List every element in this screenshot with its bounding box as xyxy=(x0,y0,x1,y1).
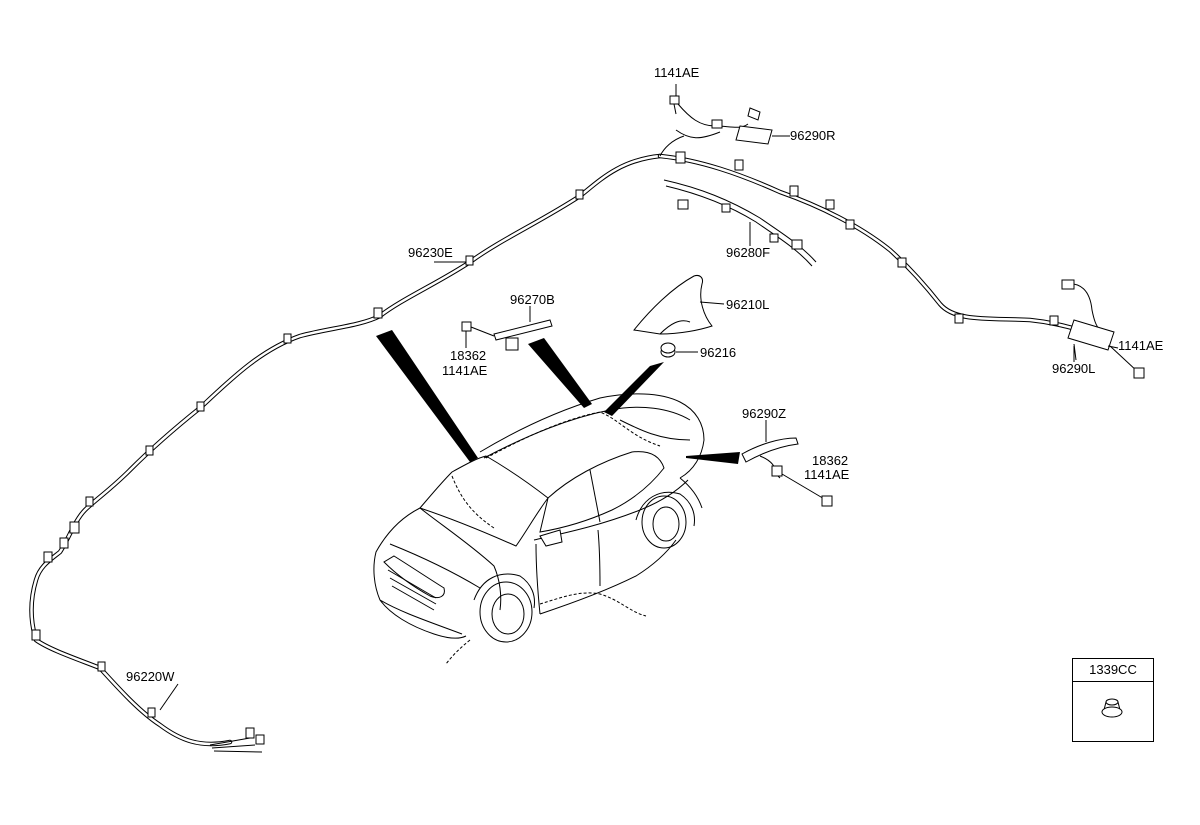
label-1141AE-a: 1141AE xyxy=(442,363,488,378)
amplifier-96290R xyxy=(659,103,790,157)
car-wiring xyxy=(445,411,661,665)
label-18362-b: 18362 xyxy=(812,453,849,468)
legend-code: 1339CC xyxy=(1073,659,1153,682)
cable-harness-96230E xyxy=(29,153,663,747)
car-body xyxy=(373,393,705,643)
label-96290Z: 96290Z xyxy=(742,406,787,421)
label-96216: 96216 xyxy=(700,345,737,360)
label-96220W: 96220W xyxy=(126,669,175,684)
label-96230E: 96230E xyxy=(408,245,453,260)
label-96280F: 96280F xyxy=(726,245,771,260)
bolt-1141AE-top xyxy=(669,84,680,115)
shark-fin-antenna-96210L xyxy=(633,275,725,335)
pointer-wedges xyxy=(376,330,740,464)
label-18362-a: 18362 xyxy=(450,348,487,363)
label-96210L: 96210L xyxy=(726,297,770,312)
nut-96216 xyxy=(660,342,698,358)
cable-clips xyxy=(31,189,584,718)
label-96290R: 96290R xyxy=(790,128,836,143)
label-1141AE-b: 1141AE xyxy=(804,467,850,482)
legend-nut-1339CC xyxy=(1101,698,1123,718)
antenna-rod-96270B xyxy=(493,306,553,351)
harness-96280F xyxy=(663,179,817,267)
label-1141AE-top: 1141AE xyxy=(654,65,700,80)
harness-end-connectors xyxy=(209,727,265,753)
legend-box: 1339CC xyxy=(1072,658,1154,742)
cable-harness-rear xyxy=(657,151,1083,333)
label-96270B: 96270B xyxy=(510,292,555,307)
amplifier-96290L xyxy=(1061,279,1145,379)
label-96290L: 96290L xyxy=(1052,361,1096,376)
antenna-96290Z xyxy=(741,420,833,507)
bolt-18362-a xyxy=(461,321,495,348)
label-1141AE-right: 1141AE xyxy=(1118,338,1164,353)
leader-lines xyxy=(159,261,1075,711)
